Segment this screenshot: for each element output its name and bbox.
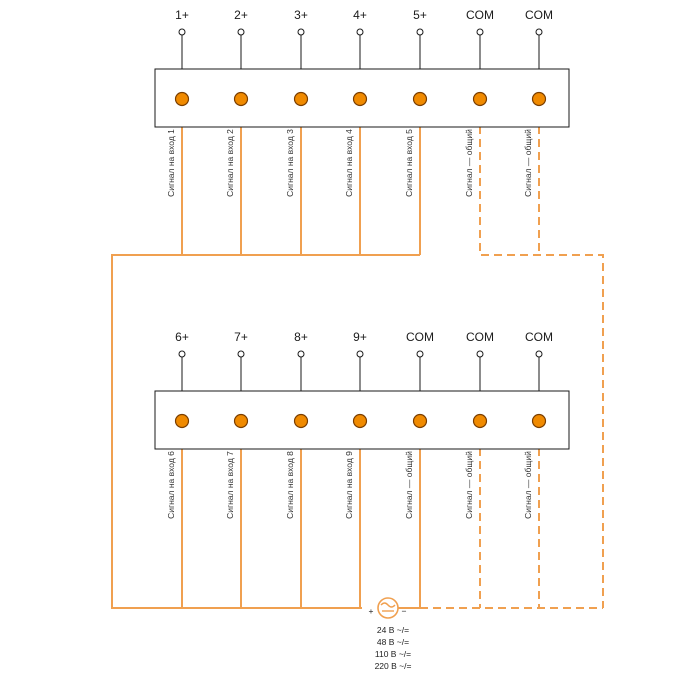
terminal-signal-label: Сигнал на вход 4: [344, 129, 354, 197]
terminal-post: [178, 28, 186, 36]
terminal-post: [297, 350, 305, 358]
voltage-option-3: 110 В ~/=: [375, 649, 411, 659]
terminal-1: 6+ Сигнал на вход 6: [166, 330, 190, 519]
bottom-terminal-block: 6+ Сигнал на вход 6 7+ Сигнал на вход 7 8+ Си…: [154, 330, 570, 519]
ac-wave-glyph: [380, 602, 396, 608]
terminal-label: COM: [466, 330, 494, 344]
power-source: + − 24 В ~/= 48 В ~/= 110 В ~/= 220 В ~/…: [369, 597, 412, 671]
terminal-7: COM Сигнал — общий: [523, 8, 553, 197]
wire-top-bus: [111, 254, 420, 609]
terminal-label: COM: [466, 8, 494, 22]
terminal-2: 7+ Сигнал на вход 7: [225, 330, 249, 519]
terminal-label: 7+: [234, 330, 248, 344]
terminal-4: 9+ Сигнал на вход 9: [344, 330, 368, 519]
terminal-signal-label: Сигнал — общий: [523, 451, 533, 519]
terminal-screw: [233, 413, 249, 429]
terminal-label: 3+: [294, 8, 308, 22]
terminal-screw: [531, 413, 547, 429]
terminal-label: 8+: [294, 330, 308, 344]
terminal-screw: [472, 91, 488, 107]
terminal-3: 8+ Сигнал на вход 8: [285, 330, 309, 519]
terminal-signal-label: Сигнал на вход 2: [225, 129, 235, 197]
terminal-screw: [412, 91, 428, 107]
terminal-signal-label: Сигнал — общий: [404, 451, 414, 519]
terminal-post: [356, 28, 364, 36]
terminal-screw: [293, 91, 309, 107]
terminal-post: [297, 28, 305, 36]
terminal-screw: [174, 413, 190, 429]
terminal-post: [416, 28, 424, 36]
terminal-post: [178, 350, 186, 358]
terminal-label: 2+: [234, 8, 248, 22]
terminal-post: [356, 350, 364, 358]
terminal-3: 3+ Сигнал на вход 3: [285, 8, 309, 197]
terminal-signal-label: Сигнал на вход 7: [225, 451, 235, 519]
terminal-signal-label: Сигнал на вход 9: [344, 451, 354, 519]
terminal-label: 6+: [175, 330, 189, 344]
terminal-label: COM: [406, 330, 434, 344]
ac-dc-source-icon: [377, 597, 399, 619]
source-minus-sign: −: [402, 606, 407, 616]
voltage-option-4: 220 В ~/=: [375, 661, 412, 671]
terminal-screw: [531, 91, 547, 107]
terminal-post: [535, 350, 543, 358]
terminal-signal-label: Сигнал на вход 6: [166, 451, 176, 519]
terminal-4: 4+ Сигнал на вход 4: [344, 8, 368, 197]
terminal-screw: [412, 413, 428, 429]
bottom-terminals: 6+ Сигнал на вход 6 7+ Сигнал на вход 7 8+ Си…: [166, 330, 553, 519]
terminal-6: COM Сигнал — общий: [464, 8, 494, 197]
terminal-1: 1+ Сигнал на вход 1: [166, 8, 190, 197]
terminal-label: 5+: [413, 8, 427, 22]
voltage-option-2: 48 В ~/=: [377, 637, 409, 647]
terminal-post: [476, 350, 484, 358]
terminal-post: [476, 28, 484, 36]
source-plus-sign: +: [369, 606, 374, 616]
terminal-signal-label: Сигнал на вход 1: [166, 129, 176, 197]
terminal-screw: [293, 413, 309, 429]
terminal-screw: [472, 413, 488, 429]
terminal-screw: [352, 413, 368, 429]
terminal-signal-label: Сигнал — общий: [464, 451, 474, 519]
voltage-option-1: 24 В ~/=: [377, 625, 409, 635]
terminal-signal-label: Сигнал на вход 5: [404, 129, 414, 197]
terminal-post: [416, 350, 424, 358]
terminal-signal-label: Сигнал на вход 8: [285, 451, 295, 519]
terminal-signal-label: Сигнал на вход 3: [285, 129, 295, 197]
terminal-screw: [174, 91, 190, 107]
terminal-signal-label: Сигнал — общий: [464, 129, 474, 197]
terminal-label: COM: [525, 330, 553, 344]
terminal-6: COM Сигнал — общий: [464, 330, 494, 519]
terminal-post: [237, 350, 245, 358]
terminal-label: COM: [525, 8, 553, 22]
terminal-signal-label: Сигнал — общий: [523, 129, 533, 197]
terminal-5: 5+ Сигнал на вход 5: [404, 8, 428, 197]
terminal-label: 4+: [353, 8, 367, 22]
terminal-post: [535, 28, 543, 36]
top-terminals: 1+ Сигнал на вход 1 2+ Сигнал на вход 2 3+ Си…: [166, 8, 553, 197]
terminal-post: [237, 28, 245, 36]
terminal-label: 1+: [175, 8, 189, 22]
terminal-screw: [352, 91, 368, 107]
terminal-label: 9+: [353, 330, 367, 344]
terminal-screw: [233, 91, 249, 107]
terminal-5: COM Сигнал — общий: [404, 330, 434, 519]
terminal-2: 2+ Сигнал на вход 2: [225, 8, 249, 197]
top-terminal-block: 1+ Сигнал на вход 1 2+ Сигнал на вход 2 3+ Си…: [154, 8, 570, 197]
terminal-7: COM Сигнал — общий: [523, 330, 553, 519]
